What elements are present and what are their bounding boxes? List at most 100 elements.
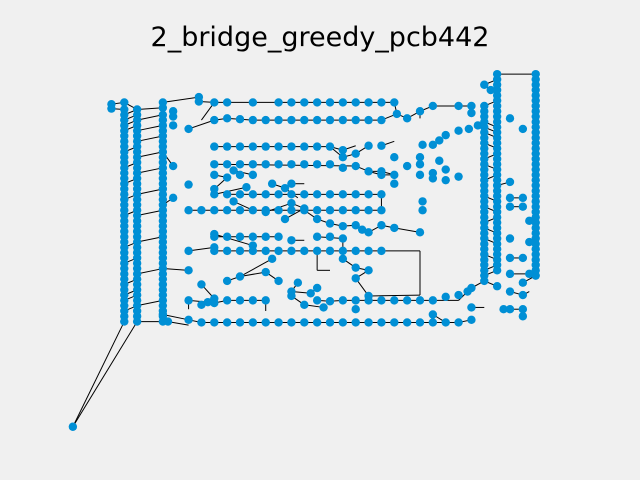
graph-node: [364, 98, 373, 107]
graph-node: [377, 206, 386, 215]
graph-node: [518, 290, 528, 300]
graph-node: [261, 267, 270, 277]
graph-node: [222, 190, 232, 199]
graph-node: [248, 98, 258, 107]
graph-node: [325, 297, 335, 306]
graph-node: [248, 232, 258, 241]
graph-node: [402, 161, 412, 171]
graph-node: [531, 271, 540, 280]
graph-node: [261, 246, 270, 256]
graph-node: [415, 170, 425, 180]
graph-edge: [368, 294, 421, 297]
chart-title: 2_bridge_greedy_pcb442: [150, 22, 490, 53]
graph-node: [377, 318, 386, 327]
graph-node: [338, 115, 348, 125]
graph-node: [338, 246, 348, 256]
graph-node: [441, 318, 450, 327]
graph-node: [68, 422, 78, 431]
graph-node: [418, 197, 427, 206]
graph-edge: [137, 236, 163, 243]
graph-node: [184, 124, 193, 134]
graph-node: [210, 246, 219, 256]
graph-node: [338, 145, 348, 155]
graph-edge: [137, 114, 163, 121]
graph-node: [351, 221, 360, 230]
graph-node: [168, 112, 178, 121]
graph-node: [235, 232, 245, 241]
graph-edge: [137, 188, 163, 195]
graph-node: [229, 197, 238, 206]
graph-edge: [239, 258, 273, 277]
graph-node: [274, 232, 283, 241]
graph-node: [338, 296, 348, 305]
graph-node: [293, 278, 303, 287]
graph-node: [222, 206, 232, 215]
graph-node: [287, 179, 296, 188]
graph-node: [325, 206, 335, 215]
graph-node: [197, 280, 206, 289]
graph-node: [287, 318, 296, 327]
graph-edge: [214, 163, 356, 167]
graph-node: [222, 160, 232, 169]
graph-node: [267, 254, 277, 264]
graph-node: [325, 318, 335, 327]
graph-edge: [137, 124, 163, 132]
graph-node: [415, 153, 425, 162]
graph-node: [467, 101, 476, 111]
graph-node: [210, 160, 219, 169]
graph-node: [390, 223, 399, 233]
graph-node: [364, 296, 373, 305]
graph-node: [525, 269, 534, 279]
graph-node: [287, 291, 296, 301]
graph-node: [428, 174, 438, 183]
graph-node: [261, 115, 270, 125]
graph-node: [197, 300, 206, 309]
graph-node: [505, 269, 515, 279]
graph-edge: [188, 119, 215, 130]
graph-node: [312, 283, 322, 293]
graph-node: [390, 153, 399, 162]
graph-node: [312, 142, 322, 151]
graph-node: [505, 193, 515, 203]
graph-node: [377, 141, 386, 150]
graph-node: [194, 97, 204, 106]
graph-node: [325, 98, 335, 107]
graph-node: [418, 140, 427, 150]
graph-node: [197, 206, 206, 215]
graph-node: [467, 283, 476, 293]
graph-node: [338, 206, 348, 215]
graph-node: [274, 276, 283, 286]
graph-node: [464, 124, 474, 134]
graph-node: [261, 206, 270, 215]
graph-node: [120, 317, 129, 326]
graph-node: [274, 98, 283, 107]
graph-node: [518, 202, 528, 211]
graph-node: [338, 221, 348, 231]
graph-node: [163, 317, 173, 326]
graph-node: [312, 206, 322, 215]
graph-node: [351, 318, 360, 327]
graph-node: [325, 190, 335, 199]
graph-node: [235, 142, 245, 151]
graph-node: [338, 234, 348, 243]
graph-node: [325, 232, 335, 241]
graph-node: [518, 253, 528, 263]
graph-node: [261, 296, 270, 305]
graph-node: [222, 318, 232, 327]
graph-node: [505, 202, 515, 211]
graph-node: [364, 318, 373, 327]
graph-node: [377, 98, 386, 107]
graph-node: [480, 80, 489, 89]
graph-node: [392, 109, 402, 119]
graph-node: [287, 115, 296, 125]
graph-node: [222, 114, 232, 123]
graph-node: [505, 177, 515, 187]
graph-node: [480, 276, 489, 286]
graph-node: [441, 292, 450, 302]
graph-node: [525, 237, 534, 247]
graph-node: [454, 290, 463, 300]
graph-node: [248, 206, 258, 215]
graph-node: [267, 179, 277, 188]
graph-node: [441, 165, 450, 174]
